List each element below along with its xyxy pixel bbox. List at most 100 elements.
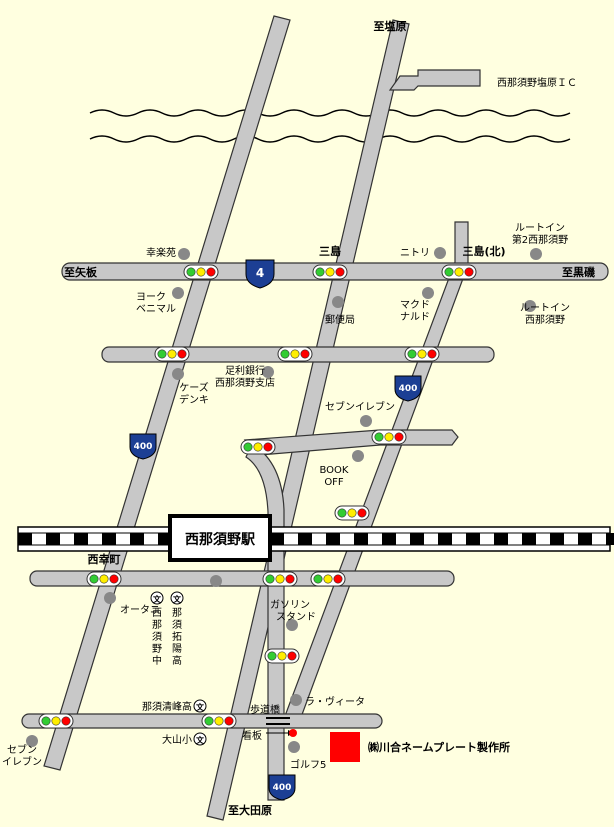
traffic-signal-icon: [38, 713, 74, 729]
school-icon: 文: [170, 591, 184, 605]
landmark-dot: [524, 300, 536, 312]
rail-tie: [102, 533, 116, 545]
label-gas-1: ガソリン: [270, 599, 310, 611]
rail-tie: [354, 533, 368, 545]
traffic-signal-icon: [441, 264, 477, 280]
svg-text:文: 文: [153, 594, 162, 604]
route-shield-400-west: 400: [129, 433, 157, 460]
rail-tie: [74, 533, 88, 545]
label-york-2: ベニマル: [136, 303, 176, 315]
svg-text:400: 400: [273, 783, 292, 793]
traffic-signal-icon: [154, 346, 190, 362]
landmark-dot: [286, 619, 298, 631]
rail-tie: [410, 533, 424, 545]
rail-tie: [270, 533, 284, 545]
rail-tie: [438, 533, 452, 545]
school-icon: 文: [150, 591, 164, 605]
traffic-signal-icon: [264, 648, 300, 664]
label-mac-1: マクド: [400, 299, 430, 311]
landmark-dot: [288, 741, 300, 753]
label-seven-a: セブンイレブン: [325, 400, 395, 413]
ic-label: 西那須野塩原ＩＣ: [497, 76, 577, 89]
landmark-dot: [332, 296, 344, 308]
traffic-signals: [38, 264, 477, 729]
traffic-signal-icon: [371, 429, 407, 445]
dest-east: 至黒磯: [562, 265, 595, 279]
station-label: 西那須野駅: [185, 532, 256, 548]
rail-tie: [606, 533, 614, 545]
rail-tie: [494, 533, 508, 545]
rail-tie: [578, 533, 592, 545]
label-route-inn-b-2: 西那須野: [525, 314, 565, 326]
dest-west: 至矢板: [64, 265, 98, 279]
label-nitori: ニトリ: [400, 248, 430, 259]
label-book-2: OFF: [324, 477, 344, 488]
rail-tie: [466, 533, 480, 545]
intersection-mishima: 三島: [319, 244, 341, 258]
label-hs-vertical: 那 須 拓 陽 高: [172, 607, 182, 667]
label-york-1: ヨーク: [136, 291, 166, 303]
label-kouraku: 幸楽苑: [146, 246, 176, 259]
label-hodokyo: 歩道橋: [250, 703, 280, 716]
rail-tie: [46, 533, 60, 545]
landmark-dot: [530, 248, 542, 260]
label-otani: オータニ: [120, 604, 160, 616]
label-post: 郵便局: [325, 313, 355, 326]
traffic-signal-icon: [240, 439, 276, 455]
traffic-signal-icon: [404, 346, 440, 362]
pedestrian-bridge: [266, 717, 290, 725]
label-la-vita: ラ・ヴィータ: [305, 695, 365, 708]
label-route-inn-a-2: 第2西那須野: [512, 233, 568, 246]
traffic-signal-icon: [310, 571, 346, 587]
school-icons: 文 文 文 文: [150, 591, 207, 746]
landmark-dot: [360, 415, 372, 427]
label-gas-2: スタンド: [276, 611, 316, 623]
intersection-nishisaiwai: 西幸町: [88, 552, 121, 566]
traffic-signal-icon: [183, 264, 219, 280]
traffic-signal-icon: [312, 264, 348, 280]
landmark-dot: [422, 287, 434, 299]
svg-text:文: 文: [173, 594, 182, 604]
traffic-signal-icon: [334, 505, 370, 521]
rail-tie: [382, 533, 396, 545]
svg-text:文: 文: [196, 735, 205, 745]
svg-text:高: 高: [172, 654, 182, 667]
school-icon: 文: [193, 732, 207, 746]
intersection-mishima-north: 三島(北): [462, 244, 505, 258]
landmark-dot: [210, 575, 222, 587]
label-oyama: 大山小: [162, 733, 192, 746]
landmark-dot: [262, 366, 274, 378]
road-ic: [388, 69, 481, 91]
svg-text:那: 那: [172, 607, 182, 619]
svg-text:4: 4: [256, 266, 264, 280]
school-icon: 文: [193, 699, 207, 713]
landmark-dot: [104, 592, 116, 604]
traffic-signal-icon: [86, 571, 122, 587]
label-mac-2: ナルド: [400, 311, 430, 323]
railway: [17, 526, 614, 552]
label-seven-b-2: イレブン: [2, 755, 42, 768]
landmark-dots: [26, 247, 542, 753]
company-marker: [330, 732, 360, 762]
svg-text:拓: 拓: [172, 631, 182, 643]
rail-tie: [550, 533, 564, 545]
label-jhs-vertical: 西 那 須 野 中: [152, 608, 162, 667]
landmark-dot: [172, 287, 184, 299]
svg-text:400: 400: [399, 384, 418, 394]
landmark-labels: 幸楽苑 ヨーク ベニマル ニトリ ルートイン 第2西那須野 ルートイン 西那須野…: [2, 223, 570, 771]
label-ashikaga-2: 西那須野支店: [215, 376, 275, 389]
dest-south: 至大田原: [228, 803, 272, 817]
rail-tie: [298, 533, 312, 545]
dest-north: 至塩原: [374, 19, 407, 33]
label-route-inn-b-1: ルートイン: [520, 303, 570, 314]
label-seven-b-1: セブン: [7, 743, 37, 756]
landmark-dot: [178, 248, 190, 260]
rail-tie: [326, 533, 340, 545]
landmark-dot: [352, 450, 364, 462]
route-shield-4: 4: [245, 259, 275, 289]
traffic-signal-icon: [201, 713, 237, 729]
label-seireiho: 那須清峰高: [142, 700, 192, 713]
svg-text:陽: 陽: [172, 643, 182, 655]
road-ew-station: [29, 570, 455, 587]
svg-text:西: 西: [152, 608, 162, 619]
